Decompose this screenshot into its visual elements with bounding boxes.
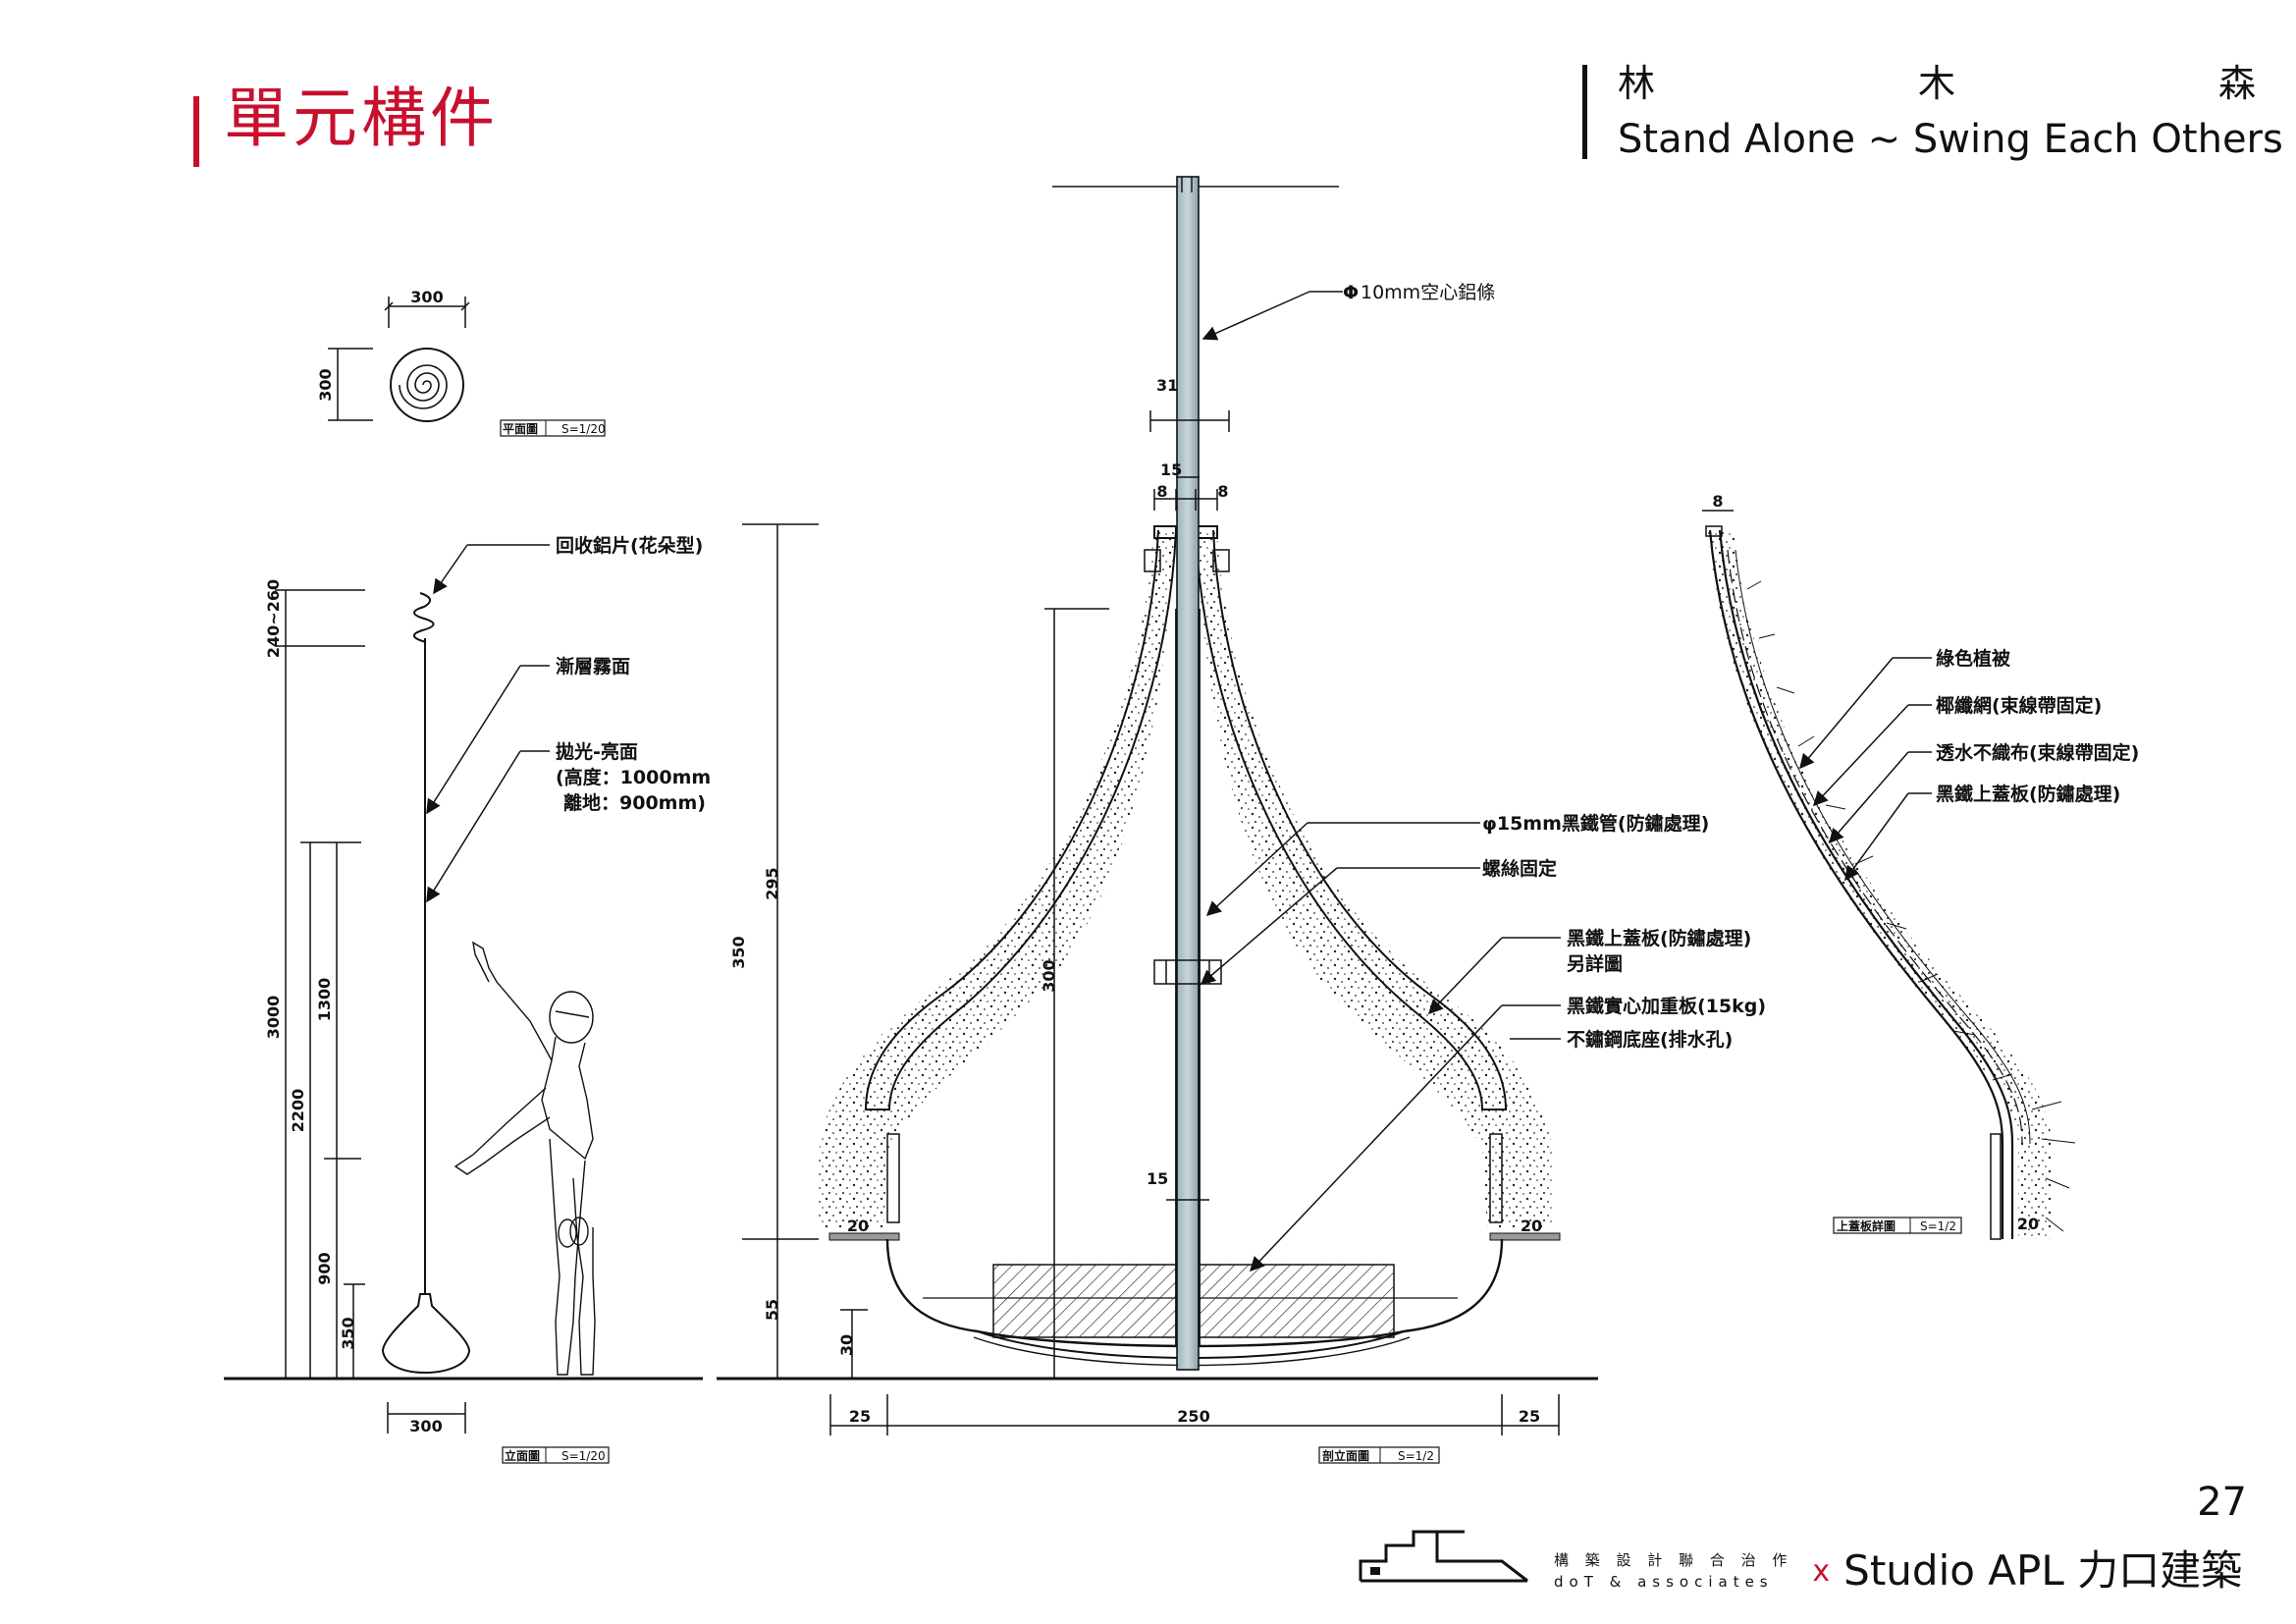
section-label-cover-line2: 另詳圖 <box>1567 952 1623 975</box>
plan-view <box>328 297 606 437</box>
elev-caption: 立面圖 <box>505 1448 540 1463</box>
elev-label-polished-line2: (高度：1000mm <box>556 766 711 788</box>
section-dim-300: 300 <box>1040 959 1058 992</box>
section-dim-20-left: 20 <box>847 1217 869 1235</box>
footer: 構 築 設 計 聯 合 治 作 doT & associates x Studi… <box>1360 1542 2242 1600</box>
section-dim-8-left: 8 <box>1156 482 1167 501</box>
elev-label-polished-line1: 拋光-亮面 <box>556 740 638 763</box>
elev-dim-900: 900 <box>315 1252 334 1284</box>
plan-scale: S=1/20 <box>561 422 606 436</box>
section-dim-8-right: 8 <box>1217 482 1228 501</box>
section-title: 單元構件 <box>224 81 499 156</box>
detail-label-coir: 椰纖網(束線帶固定) <box>1936 694 2102 717</box>
detail-view <box>1702 510 2076 1240</box>
project-title-bar <box>1582 65 1587 159</box>
detail-label-green: 綠色植被 <box>1936 647 2010 670</box>
section-dim-25-left: 25 <box>849 1407 871 1426</box>
detail-scale: S=1/2 <box>1920 1219 1956 1233</box>
section-dim-295: 295 <box>763 867 781 899</box>
detail-dim-20: 20 <box>2017 1215 2039 1233</box>
elev-dim-top-range: 240~260 <box>264 579 283 658</box>
elev-label-recycled-plate: 回收鋁片(花朵型) <box>556 534 703 557</box>
section-dim-31: 31 <box>1156 376 1178 395</box>
detail-label-fabric: 透水不織布(束線帶固定) <box>1936 741 2139 764</box>
page-number: 27 <box>2197 1480 2247 1525</box>
plan-dim-height: 300 <box>316 368 335 401</box>
section-caption: 剖立面圖 <box>1322 1448 1369 1463</box>
elev-scale: S=1/20 <box>561 1449 606 1463</box>
section-dim-350: 350 <box>729 936 748 968</box>
section-label-screw: 螺絲固定 <box>1482 857 1557 880</box>
section-dim-15-top: 15 <box>1160 460 1182 479</box>
elev-dim-1300: 1300 <box>315 978 334 1022</box>
project-title: 林 木 森 <box>1618 65 2256 102</box>
section-label-rod: 10mm空心鋁條 <box>1361 282 1495 303</box>
plan-dim-width: 300 <box>410 288 443 306</box>
plan-caption: 平面圖 <box>503 422 538 436</box>
firm-name-en: doT & associates <box>1554 1573 1774 1591</box>
section-dim-25-right: 25 <box>1519 1407 1540 1426</box>
elevation-view <box>224 544 703 1464</box>
section-view <box>717 176 1598 1464</box>
firm-logo-icon <box>1359 1530 1528 1583</box>
section-dim-20-right: 20 <box>1521 1217 1542 1235</box>
section-dim-55: 55 <box>763 1299 781 1321</box>
section-label-weight: 黑鐵實心加重板(15kg) <box>1567 995 1766 1017</box>
section-dim-250: 250 <box>1177 1407 1209 1426</box>
detail-label-plate: 黑鐵上蓋板(防鏽處理) <box>1936 783 2120 805</box>
project-title-char-2: 木 <box>1917 62 1955 105</box>
elev-label-gradient-matte: 漸層霧面 <box>556 655 630 677</box>
detail-caption: 上蓋板詳圖 <box>1837 1218 1896 1233</box>
elev-dim-base: 300 <box>409 1417 442 1435</box>
project-title-char-3: 森 <box>2217 62 2256 105</box>
firm-name: 構 築 設 計 聯 合 治 作 doT & associates <box>1554 1549 1792 1593</box>
section-label-base: 不鏽鋼底座(排水孔) <box>1567 1028 1733 1051</box>
project-subtitle: Stand Alone ~ Swing Each Others <box>1618 117 2283 162</box>
section-dim-30: 30 <box>837 1334 856 1356</box>
firm-name-cn: 構 築 設 計 聯 合 治 作 <box>1554 1551 1793 1569</box>
section-dim-15-low: 15 <box>1147 1169 1168 1188</box>
footer-separator: x <box>1812 1553 1831 1589</box>
section-label-rod-symbol: Φ <box>1343 282 1359 303</box>
elev-label-polished-line3: 離地：900mm) <box>563 791 706 814</box>
elev-dim-350: 350 <box>339 1317 357 1349</box>
section-title-accent-bar <box>193 96 199 167</box>
section-label-cover-line1: 黑鐵上蓋板(防鏽處理) <box>1567 927 1751 949</box>
elev-dim-2200: 2200 <box>289 1089 307 1133</box>
studio-name: Studio APL 力口建築 <box>1843 1546 2243 1595</box>
project-title-char-1: 林 <box>1618 62 1656 105</box>
elev-dim-total: 3000 <box>264 996 283 1040</box>
detail-dim-8: 8 <box>1712 492 1723 511</box>
section-label-pipe: φ15mm黑鐵管(防鏽處理) <box>1482 812 1709 835</box>
section-scale: S=1/2 <box>1398 1449 1434 1463</box>
